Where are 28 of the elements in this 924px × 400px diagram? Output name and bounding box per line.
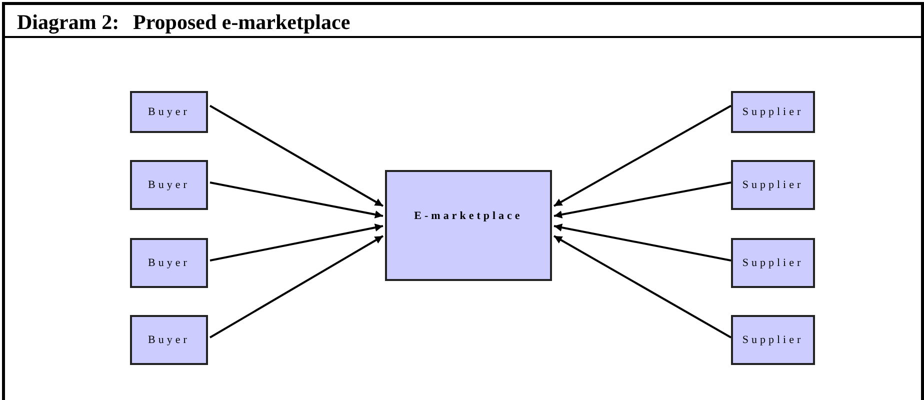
node-label: Buyer (148, 179, 190, 191)
process-box (130, 91, 208, 133)
arrow (210, 182, 384, 218)
node-label: Supplier (742, 257, 804, 269)
process-box (731, 238, 815, 288)
diagram-subtitle: Proposed e-marketplace (133, 10, 350, 35)
process-box (130, 238, 208, 288)
arrow (210, 235, 384, 338)
process-box (385, 170, 552, 281)
arrow (210, 104, 384, 207)
arrow (554, 235, 732, 338)
node-label: Buyer (148, 334, 190, 346)
process-box (130, 315, 208, 365)
arrow (554, 182, 732, 218)
node-label: Supplier (742, 179, 804, 191)
arrow (210, 224, 384, 262)
process-box (731, 91, 815, 133)
process-box (130, 160, 208, 210)
process-box (731, 315, 815, 365)
node-label: Supplier (742, 106, 804, 118)
node-label: Supplier (742, 334, 804, 346)
diagram-title: Diagram 2: (17, 10, 120, 35)
node-label: Buyer (148, 257, 190, 269)
node-label: E-marketplace (414, 210, 523, 222)
node-label: Buyer (148, 106, 190, 118)
arrow (554, 104, 732, 207)
process-box (731, 160, 815, 210)
arrow (554, 224, 732, 262)
